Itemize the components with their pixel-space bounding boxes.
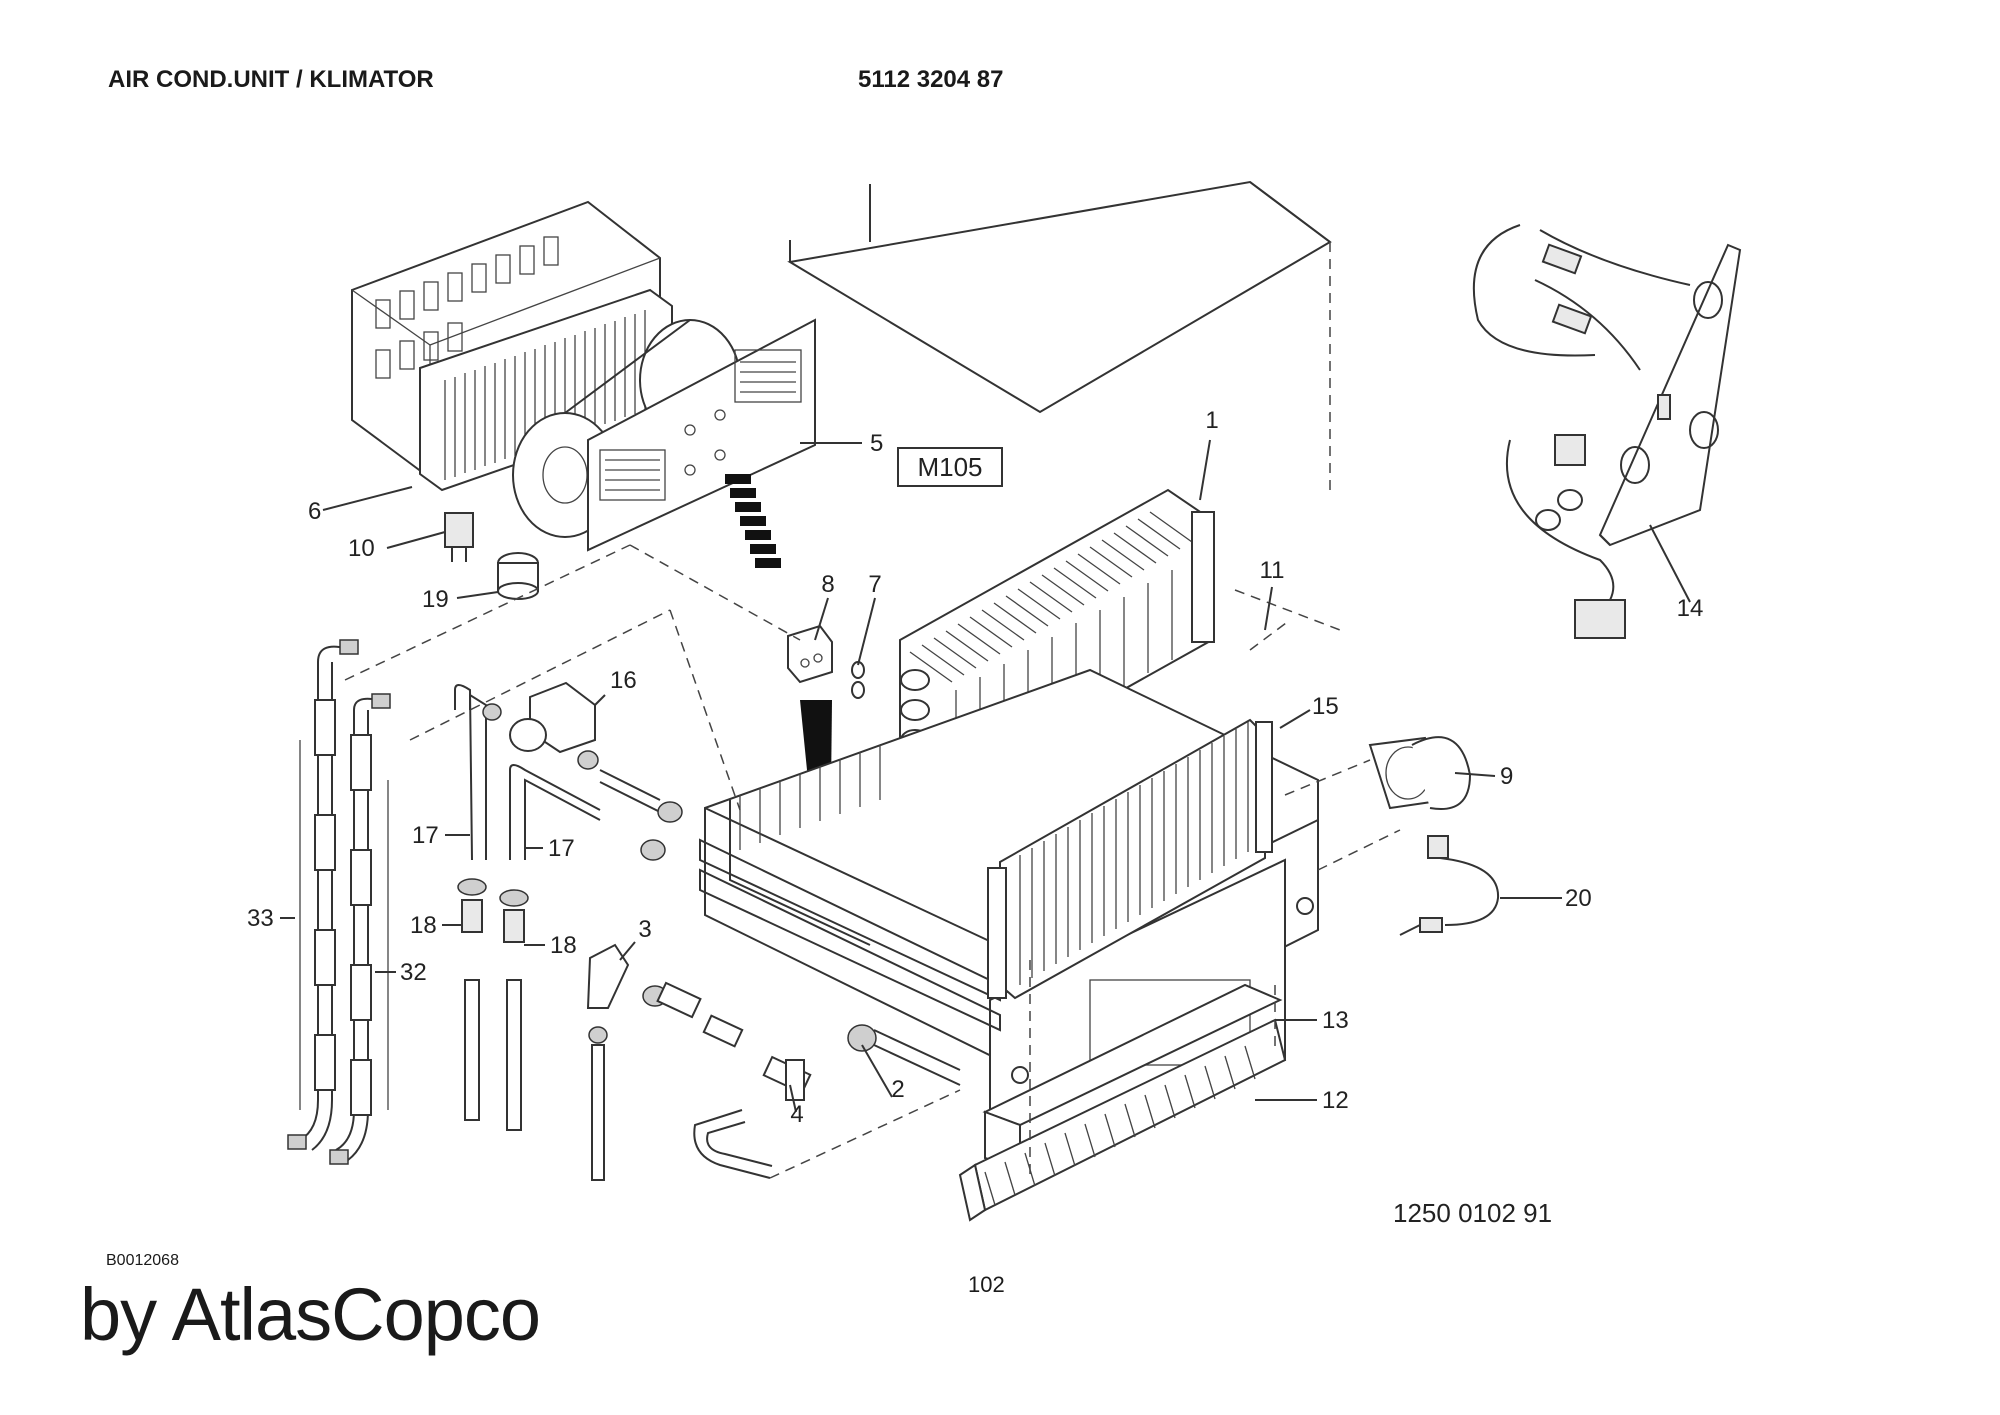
- callout-label: 2: [891, 1076, 904, 1103]
- callout-label: 18: [410, 912, 437, 939]
- callout-label: 11: [1260, 557, 1285, 584]
- expansion-valve-part-8: [787, 624, 833, 684]
- filter-mat-part-12: [958, 1018, 1287, 1222]
- callout-label: 18: [550, 932, 577, 959]
- callout-label: 9: [1500, 763, 1513, 790]
- callout-labels: 1 2 3 4 5 6 7 8 9 10 11 12 13 14 15 16 1…: [247, 407, 1703, 1128]
- part-number: 5112 3204 87: [858, 66, 1004, 93]
- top-cover-panel: [787, 180, 1332, 490]
- condenser-core: [987, 718, 1273, 1000]
- callout-label: 15: [1312, 693, 1339, 720]
- fan-housing: [351, 200, 673, 492]
- callout-label: 14: [1677, 595, 1704, 622]
- callout-label: 13: [1322, 1007, 1349, 1034]
- page-title: AIR COND.UNIT / KLIMATOR: [108, 66, 434, 93]
- callout-label: 4: [790, 1101, 803, 1128]
- callout-label: 8: [821, 571, 834, 598]
- o-rings-part-7: [851, 661, 865, 699]
- refrigerant-hose-assembly: [287, 639, 391, 1165]
- callout-label: 1: [1205, 407, 1218, 434]
- brand-watermark: by AtlasCopco: [80, 1273, 541, 1356]
- assembly-lines: [344, 544, 1401, 1180]
- black-arrow-indicator: [725, 474, 781, 568]
- callout-label: 3: [638, 916, 651, 943]
- figure-number: 1250 0102 91: [1393, 1198, 1552, 1228]
- page-number: 102: [968, 1272, 1005, 1297]
- callout-label: 17: [412, 822, 439, 849]
- union-fitting-part-2: [847, 1024, 961, 1086]
- callout-label: 10: [348, 535, 375, 562]
- leader-lines: [280, 439, 1691, 1113]
- callout-label: 32: [400, 959, 427, 986]
- callout-label: 12: [1322, 1087, 1349, 1114]
- callout-label: 20: [1565, 885, 1592, 912]
- callout-label: 19: [422, 586, 449, 613]
- tee-fitting-part-4: [693, 1014, 812, 1179]
- module-label-box: [897, 447, 1003, 487]
- temperature-sensor-part-20: [1399, 835, 1500, 936]
- callout-label: 17: [548, 835, 575, 862]
- relay-part-10: [444, 512, 474, 562]
- module-label: M105: [917, 452, 982, 482]
- hose-clamps-part-18: [457, 878, 529, 943]
- callout-label: 7: [868, 571, 881, 598]
- callout-label: 16: [610, 667, 637, 694]
- control-panel-part-14: [1472, 224, 1742, 639]
- blower-fan-assembly: [512, 318, 816, 552]
- condenser-fan-motor-part-9: [1368, 736, 1472, 810]
- drawing-reference: B0012068: [106, 1252, 179, 1269]
- callout-label: 5: [870, 430, 883, 457]
- callout-label: 6: [308, 498, 321, 525]
- fuse-holder-part-19: [497, 552, 539, 600]
- angle-fitting-part-3: [586, 943, 702, 1181]
- callout-label: 33: [247, 905, 274, 932]
- liquid-pipes-part-17: [454, 684, 601, 1131]
- receiver-drier-part-16: [482, 681, 683, 861]
